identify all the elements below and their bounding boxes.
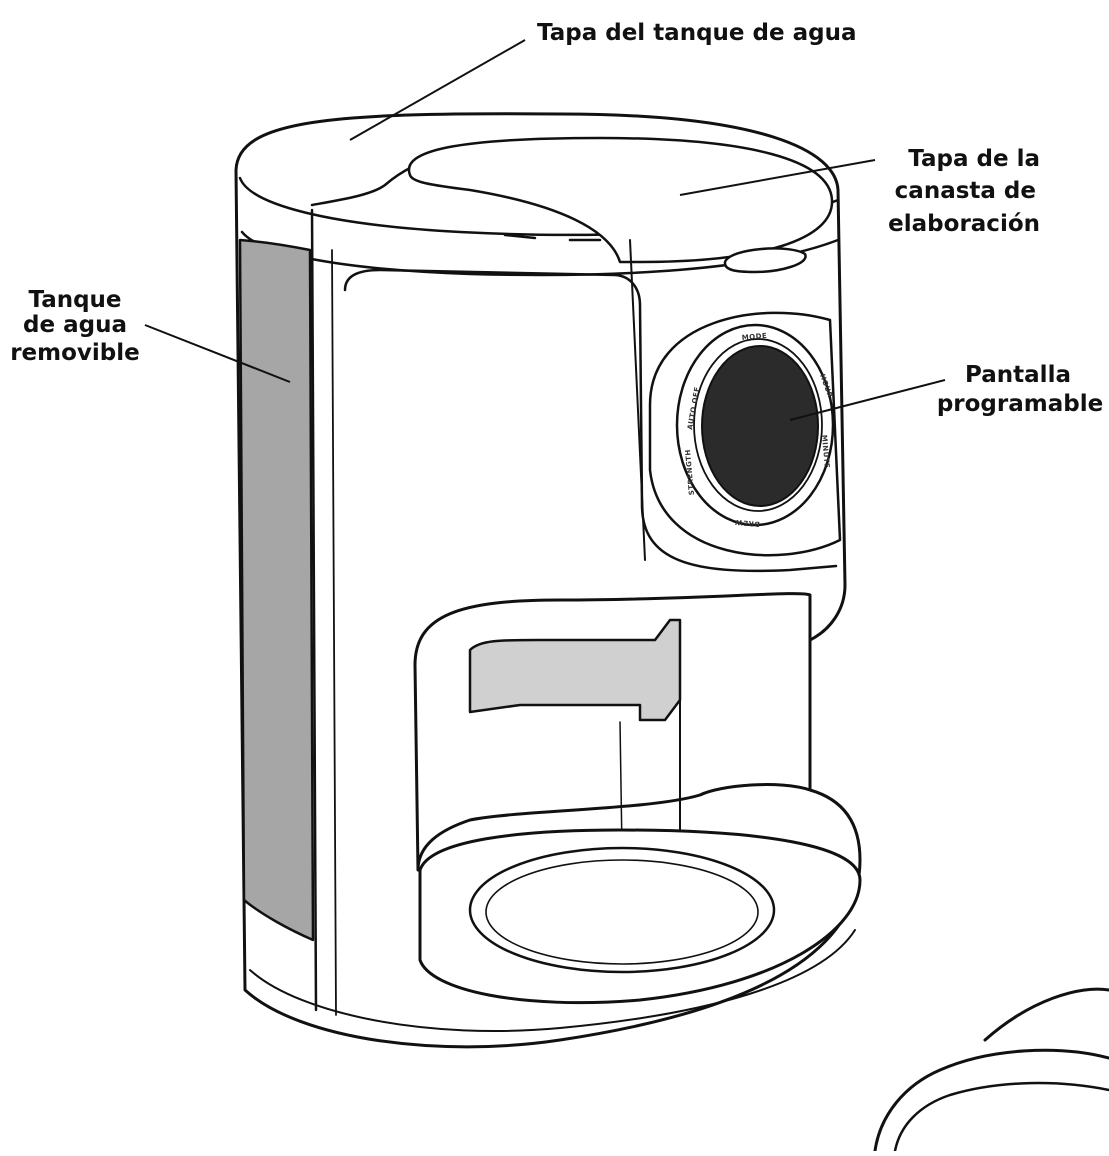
warming-plate: [468, 846, 776, 974]
ring-label: MINUTE: [820, 434, 831, 468]
carafe-rim: [983, 987, 1109, 1042]
tank-window: [238, 238, 315, 942]
front-panel: [343, 268, 838, 573]
label-basket-lid-3: elaboración: [888, 211, 1040, 237]
ring-label: STRENGTH: [684, 449, 696, 496]
display-screen: [701, 345, 819, 507]
leader-removable-tank: [144, 324, 291, 383]
basket-lid: [407, 136, 834, 264]
label-water-tank-lid: Tapa del tanque de agua: [537, 20, 856, 46]
control-ring-inner: [693, 338, 823, 512]
seam-left: [310, 208, 318, 1012]
label-removable-tank-3: removible: [10, 340, 140, 366]
label-basket-lid-2: canasta de: [895, 178, 1036, 204]
carafe-handle-inner: [893, 1081, 1109, 1153]
label-basket-lid-1: Tapa de la: [908, 146, 1040, 172]
ring-label: MODE: [741, 332, 767, 342]
label-display-2: programable: [937, 391, 1103, 417]
carafe-handle: [873, 1048, 1109, 1153]
label-removable-tank-2: de agua: [23, 312, 127, 338]
control-ring-labels: MODE HOUR MINUTE BREW STRENGTH AUTO OFF: [684, 332, 834, 528]
basket-lid-dash: [503, 233, 602, 242]
leader-water-tank-lid: [349, 39, 526, 141]
label-removable-tank-1: Tanque: [28, 287, 121, 313]
leader-basket-lid: [679, 159, 876, 196]
ring-label: BREW: [734, 518, 760, 528]
leader-display: [789, 379, 946, 421]
seam-left-2: [331, 249, 337, 1016]
brew-outlet: [468, 618, 682, 722]
lid-tab: [723, 247, 807, 274]
warming-plate-inner: [485, 859, 759, 965]
base-line: [249, 929, 856, 1032]
label-display-1: Pantalla: [965, 362, 1071, 388]
right-panel-edge: [629, 239, 646, 561]
